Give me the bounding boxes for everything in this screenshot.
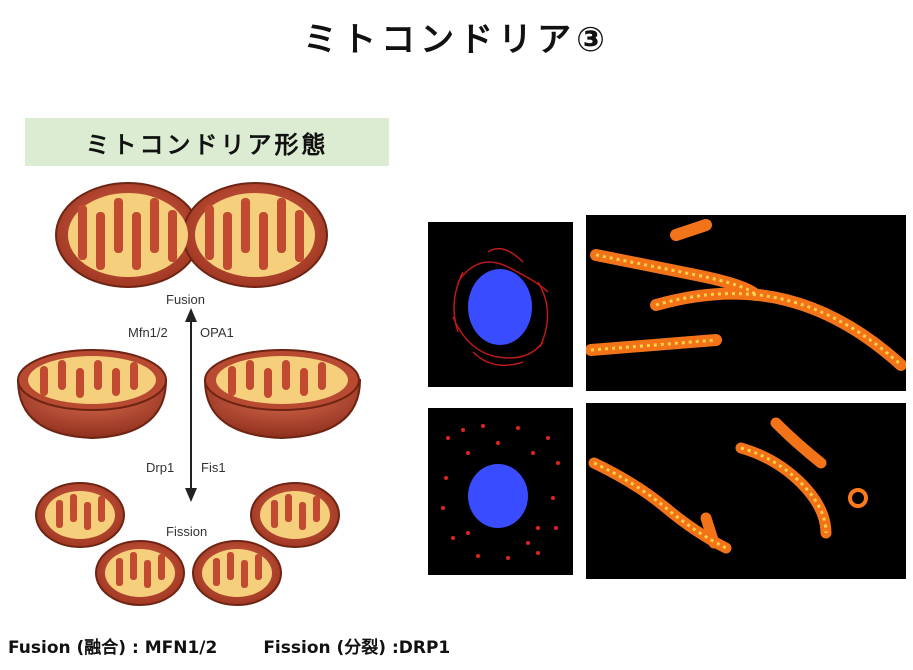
drp1-label: Drp1: [146, 460, 175, 475]
arrow-up-icon: [185, 308, 197, 322]
fused-mitochondrion: [55, 182, 328, 288]
right-half-mitochondrion: [203, 349, 362, 440]
mitochondria-illustration: [16, 182, 362, 606]
fused-network-micrograph: [586, 215, 906, 391]
section-heading: ミトコンドリア形態: [25, 118, 389, 166]
left-half-mitochondrion: [16, 349, 168, 440]
fission-caption: Fission (分裂) :DRP1: [263, 638, 451, 658]
nucleus-fragmented: [468, 464, 528, 528]
network-image: [586, 219, 906, 371]
opa1-label: OPA1: [200, 325, 234, 340]
cell-image: [452, 247, 549, 367]
fission-label: Fission: [166, 524, 208, 539]
mfn-label: Mfn1/2: [128, 325, 168, 340]
fusion-label: Fusion: [166, 292, 206, 307]
fragmented-network-micrograph: [586, 403, 906, 579]
footer-caption: Fusion (融合) : MFN1/2 Fission (分裂) :DRP1: [8, 633, 450, 658]
fragmented-cell-micrograph: [428, 408, 573, 575]
fusion-caption: Fusion (融合) : MFN1/2: [8, 638, 218, 658]
cell-image-fragmented: [441, 424, 560, 560]
fusion-fission-diagram: Fusion Mfn1/2 OPA1 Drp1 Fis1 Fission: [0, 180, 380, 610]
arrow-down-icon: [185, 488, 197, 502]
fis1-label: Fis1: [201, 460, 226, 475]
fused-cell-micrograph: [428, 222, 573, 387]
fissioned-mitochondria: [35, 482, 340, 606]
nucleus: [468, 269, 532, 345]
page-title: ミトコンドリア③: [303, 20, 610, 60]
section-heading-text: ミトコンドリア形態: [85, 130, 329, 159]
fragmented-network-image: [588, 417, 868, 554]
